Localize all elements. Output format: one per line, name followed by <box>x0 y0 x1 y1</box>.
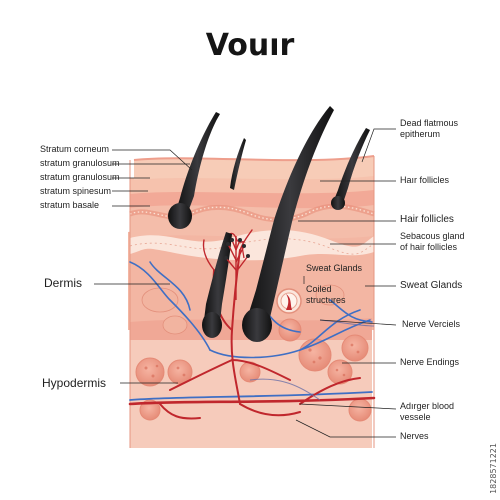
label-stratum-spinosum: stratum spinesum <box>40 186 112 196</box>
label-stratum-basale: stratum basale <box>40 200 100 210</box>
label-nerves: Nerves <box>400 431 429 441</box>
label-hair-follicles-2: Hair follicles <box>400 214 454 225</box>
hair-shaft-3 <box>246 106 334 334</box>
label-stratum-granulosum-1: stratum granulosum <box>40 158 120 168</box>
label-dead-epithelium: Dead flatmous epitherum <box>400 118 459 139</box>
fat-cells <box>135 318 372 422</box>
papillary-band <box>130 229 374 261</box>
label-sebaceous-gland: Sebacous gland of hair follicles <box>400 231 465 252</box>
sebaceous-gland-shapes <box>141 284 345 335</box>
label-hypodermis: Hypodermis <box>42 376 107 390</box>
label-hair-follicles-1: Haır follicles <box>400 175 450 185</box>
label-nerve-endings: Nerve Endings <box>400 357 460 367</box>
hair-shaft-1 <box>175 112 220 216</box>
label-sweat-glands-outer: Sweat Glands <box>400 280 463 291</box>
label-sweat-glands-inner: Sweat Glands <box>306 263 363 273</box>
label-stratum-corneum: Stratum corneum <box>40 144 110 154</box>
hair-shaft-4 <box>334 128 370 203</box>
hair-shaft-2 <box>230 138 246 190</box>
label-stratum-granulosum-2: stratum granulosum <box>40 172 120 182</box>
sweat-gland-coil <box>276 288 302 314</box>
label-coiled-structures: Coiled structures <box>306 284 346 305</box>
label-adirger-blood-vessele: Adırger blood vessele <box>400 401 455 422</box>
label-dermis: Dermis <box>44 276 82 290</box>
diagram-title: Vouır <box>205 28 295 63</box>
stock-id-watermark: 1828571221 <box>489 443 498 494</box>
leader-lines <box>94 128 397 438</box>
nerve-ending-branch <box>225 236 249 300</box>
arteries <box>128 229 376 420</box>
label-nerve-verciels: Nerve Verciels <box>402 319 461 329</box>
